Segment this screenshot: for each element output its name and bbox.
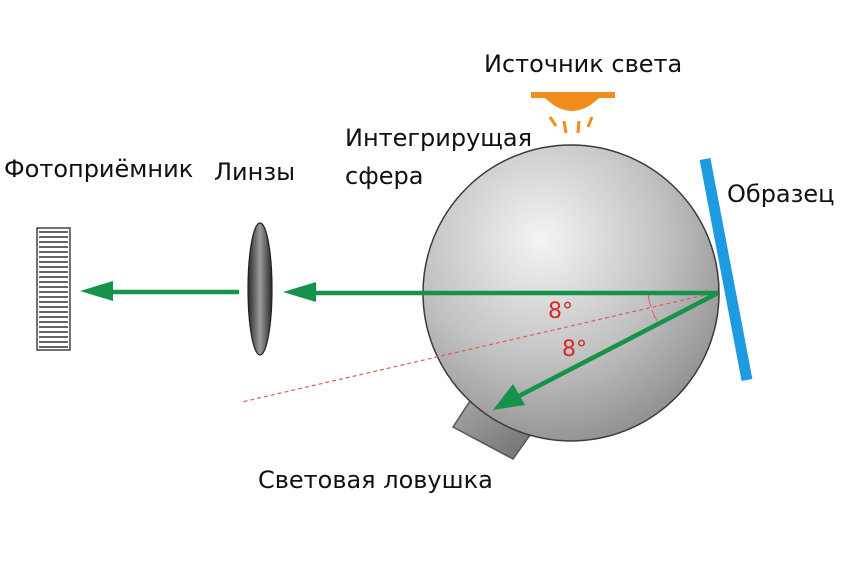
integrating-sphere-label-line1: Интегрирущая: [345, 124, 533, 152]
angle-arc-lower: [651, 309, 658, 322]
beam-main-arrowhead: [283, 282, 316, 302]
light-source-label: Источник света: [484, 50, 683, 78]
sample-label: Образец: [727, 180, 835, 208]
beam-reflection: [517, 291, 720, 398]
light-source: [531, 92, 615, 134]
photodetector-label: Фотоприёмник: [4, 155, 194, 183]
reference-line: [241, 291, 719, 403]
photodetector: [36, 227, 71, 351]
integrating-sphere-label-line2: сфера: [345, 162, 424, 190]
angle-label-upper: 8°: [548, 299, 573, 324]
beam-to-detector-arrowhead: [80, 281, 113, 301]
angle-label-lower: 8°: [562, 337, 587, 362]
sample-plate: [699, 157, 753, 382]
lenses-label: Линзы: [214, 158, 296, 186]
beam-reflection-arrowhead: [493, 384, 525, 410]
photodetector-stripes: [39, 231, 68, 348]
lens: [247, 222, 273, 356]
light-trap-label: Световая ловушка: [258, 466, 493, 494]
